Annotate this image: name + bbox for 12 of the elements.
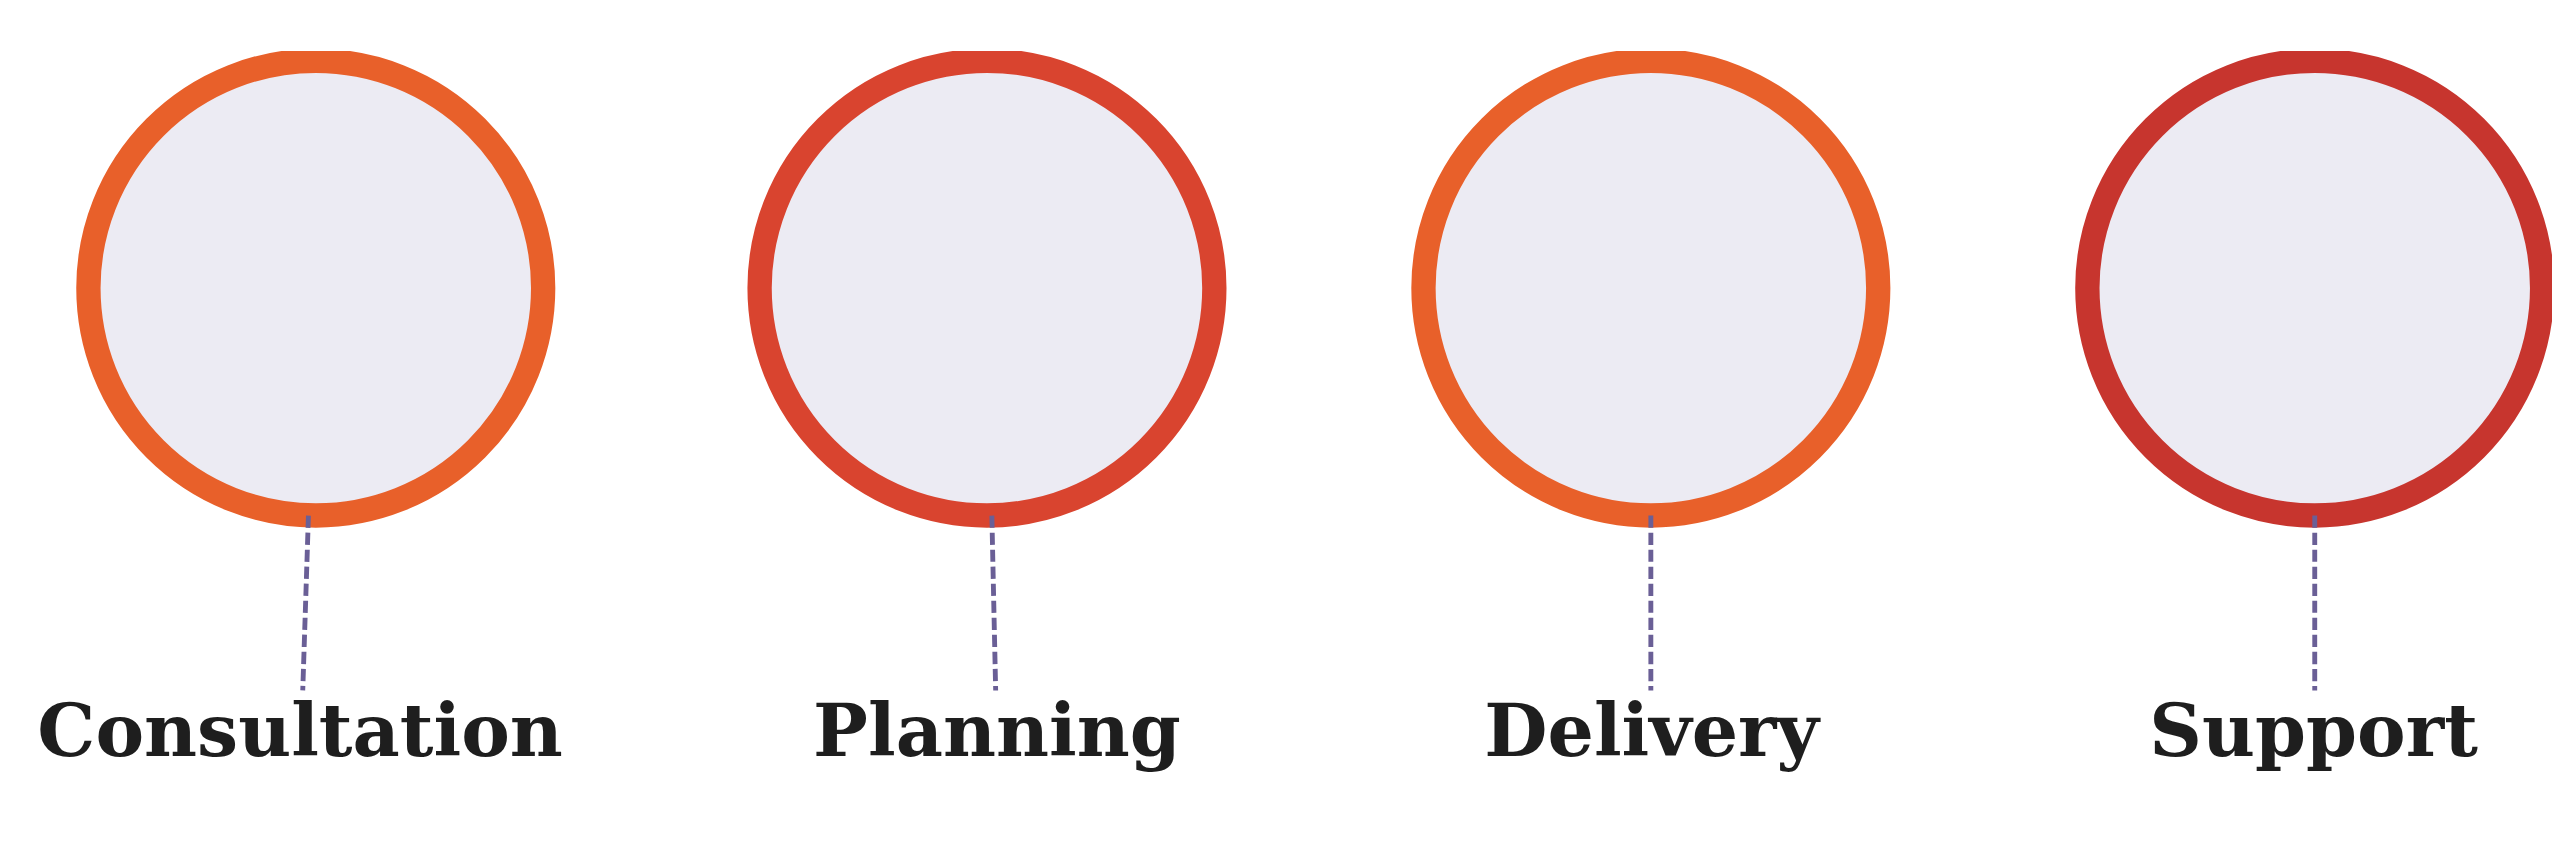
connector: [2312, 515, 2318, 690]
node-circle: [76, 50, 556, 528]
node-text: Consultation: [37, 687, 563, 773]
node-circle: [747, 50, 1227, 528]
node-circle: [2075, 50, 2552, 528]
node-circle: [1411, 50, 1891, 528]
node-text: Planning: [813, 687, 1181, 773]
connector: [989, 515, 999, 690]
node-text: Support: [2149, 687, 2478, 773]
connector: [1648, 515, 1654, 690]
node-text: Delivery: [1484, 687, 1819, 773]
connector: [300, 515, 311, 691]
